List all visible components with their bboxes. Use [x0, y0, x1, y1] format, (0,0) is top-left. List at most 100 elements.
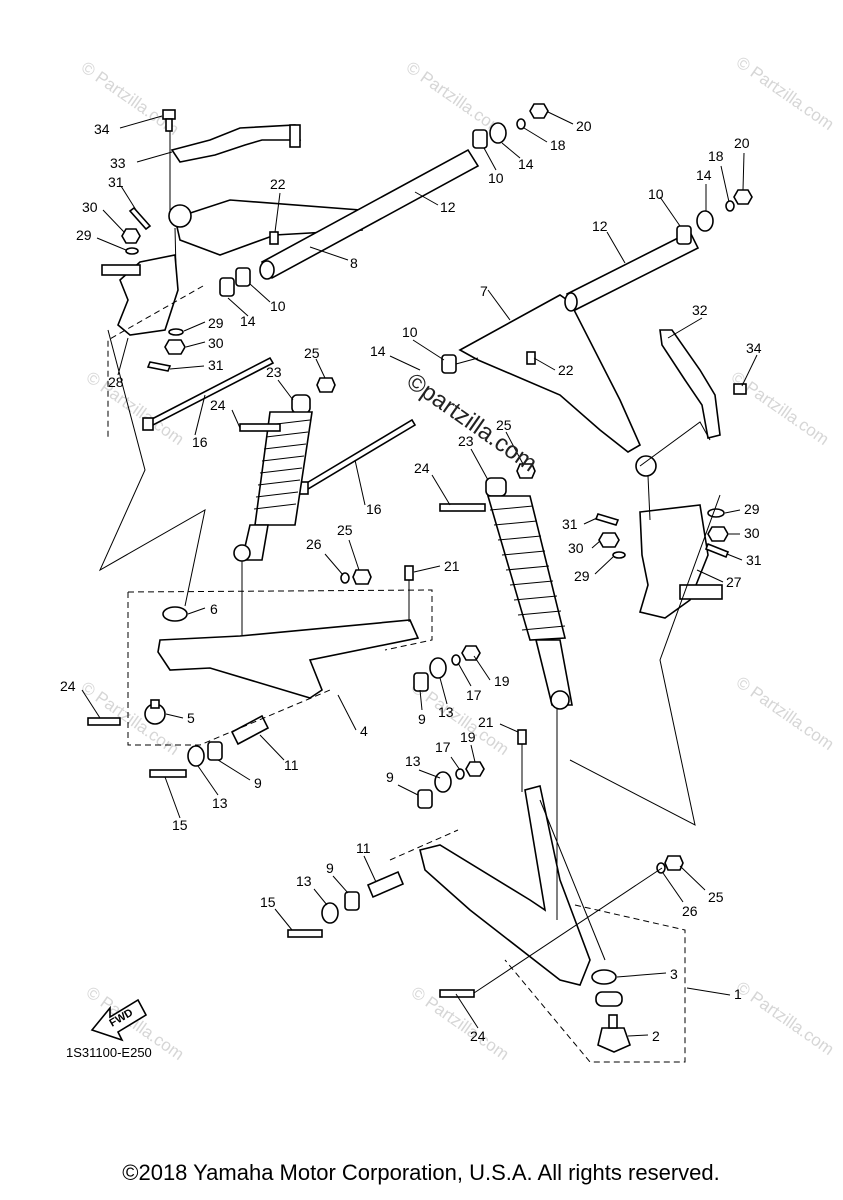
watermark-repeat: © Partzilla.com: [733, 53, 838, 134]
tube-12b-end: [564, 292, 578, 312]
diagram-code: 1S31100-E250: [66, 1045, 152, 1060]
callout-25: 25: [337, 522, 353, 538]
callout-24: 24: [60, 678, 76, 694]
bushing-9a: [207, 741, 223, 761]
callout-29: 29: [744, 501, 760, 517]
knuckle-28-spindle: [101, 264, 141, 276]
callout-labels: 34 33 31 30 29 22 8 14 10 29 30 31 28 12…: [60, 118, 762, 1044]
washer-13c: [434, 771, 452, 793]
ring-6: [162, 606, 188, 622]
pin-31c: [704, 542, 730, 559]
guide-upper-left: [174, 227, 177, 271]
callout-5: 5: [187, 710, 195, 726]
callout-31: 31: [746, 552, 762, 568]
bolt-34b: [733, 383, 747, 395]
callout-25: 25: [708, 889, 724, 905]
nut-30d: [598, 532, 620, 548]
shock-23b-eye: [550, 690, 570, 710]
grease-21b: [517, 729, 527, 745]
lower-arm-1: [419, 785, 591, 986]
shock-23a-top: [291, 394, 311, 414]
callout-10: 10: [648, 186, 664, 202]
nut-30a: [121, 228, 141, 244]
nut-30c: [707, 526, 729, 542]
callout-33: 33: [110, 155, 126, 171]
callout-19: 19: [494, 673, 510, 689]
callout-11: 11: [356, 840, 371, 856]
guide-ring-3: [539, 799, 606, 961]
bushing-10d: [441, 354, 457, 374]
grease-21a: [404, 565, 414, 581]
callout-20: 20: [734, 135, 750, 151]
washer-29b: [168, 328, 184, 336]
callout-16: 16: [366, 501, 382, 517]
washer-26a: [340, 572, 350, 584]
pin-31b: [146, 361, 172, 372]
washer-13b: [429, 657, 447, 679]
lower-arm-4-box: [127, 589, 433, 746]
callout-8: 8: [350, 255, 358, 271]
grease-22a: [269, 231, 279, 245]
callout-28: 28: [108, 374, 124, 390]
washer-26b: [656, 862, 666, 874]
callout-11: 11: [284, 757, 299, 773]
ring-3: [591, 969, 617, 985]
washer-13d: [321, 902, 339, 924]
nut-25b: [516, 463, 536, 479]
callout-15: 15: [172, 817, 188, 833]
callout-1: 1: [734, 986, 742, 1002]
callout-14: 14: [696, 167, 712, 183]
callout-30: 30: [82, 199, 98, 215]
washer-14b: [489, 122, 507, 144]
bracket-33: [170, 124, 302, 163]
pin-31a: [128, 206, 152, 231]
balljoint-2: [597, 1027, 632, 1053]
callout-18: 18: [708, 148, 724, 164]
callout-12: 12: [440, 199, 456, 215]
washer-29d: [612, 551, 626, 559]
shock-23a-eye: [233, 544, 251, 562]
tube-11b: [366, 870, 405, 899]
callout-13: 13: [405, 753, 421, 769]
knuckle-27-spindle: [679, 584, 723, 600]
nut-19a: [461, 645, 481, 661]
tube-11a: [230, 714, 270, 746]
callout-2: 2: [652, 1028, 660, 1044]
callout-16: 16: [192, 434, 208, 450]
callout-13: 13: [212, 795, 228, 811]
callout-22: 22: [270, 176, 286, 192]
callout-17: 17: [466, 687, 482, 703]
lower-arm-4: [157, 619, 420, 699]
callout-10: 10: [488, 170, 504, 186]
callout-23: 23: [458, 433, 474, 449]
callout-30: 30: [208, 335, 224, 351]
bolt-15a: [149, 769, 187, 778]
nut-25d: [664, 855, 684, 871]
tube-12a-end: [259, 260, 275, 280]
callout-29: 29: [76, 227, 92, 243]
washer-13a: [187, 745, 205, 767]
callout-7: 7: [480, 283, 488, 299]
shock-23b-coils: [489, 505, 566, 631]
nut-20b: [733, 189, 753, 205]
parts: FWD: [87, 103, 753, 1053]
bolt-16b: [303, 418, 417, 491]
callout-9: 9: [254, 775, 262, 791]
callout-24: 24: [470, 1028, 486, 1044]
bolt-34a-shank: [165, 118, 173, 132]
callout-14: 14: [518, 156, 534, 172]
callout-17: 17: [435, 739, 451, 755]
callout-31: 31: [208, 357, 224, 373]
bushing-10b: [472, 129, 488, 149]
callout-25: 25: [496, 417, 512, 433]
bushing-9d: [344, 891, 360, 911]
callout-4: 4: [360, 723, 368, 739]
callout-20: 20: [576, 118, 592, 134]
bolt-24b: [439, 503, 486, 512]
callout-9: 9: [386, 769, 394, 785]
nut-19b: [465, 761, 485, 777]
bolt-24a: [239, 423, 281, 432]
leader-lines: [81, 111, 758, 1037]
bracket-33-tab: [289, 124, 301, 148]
